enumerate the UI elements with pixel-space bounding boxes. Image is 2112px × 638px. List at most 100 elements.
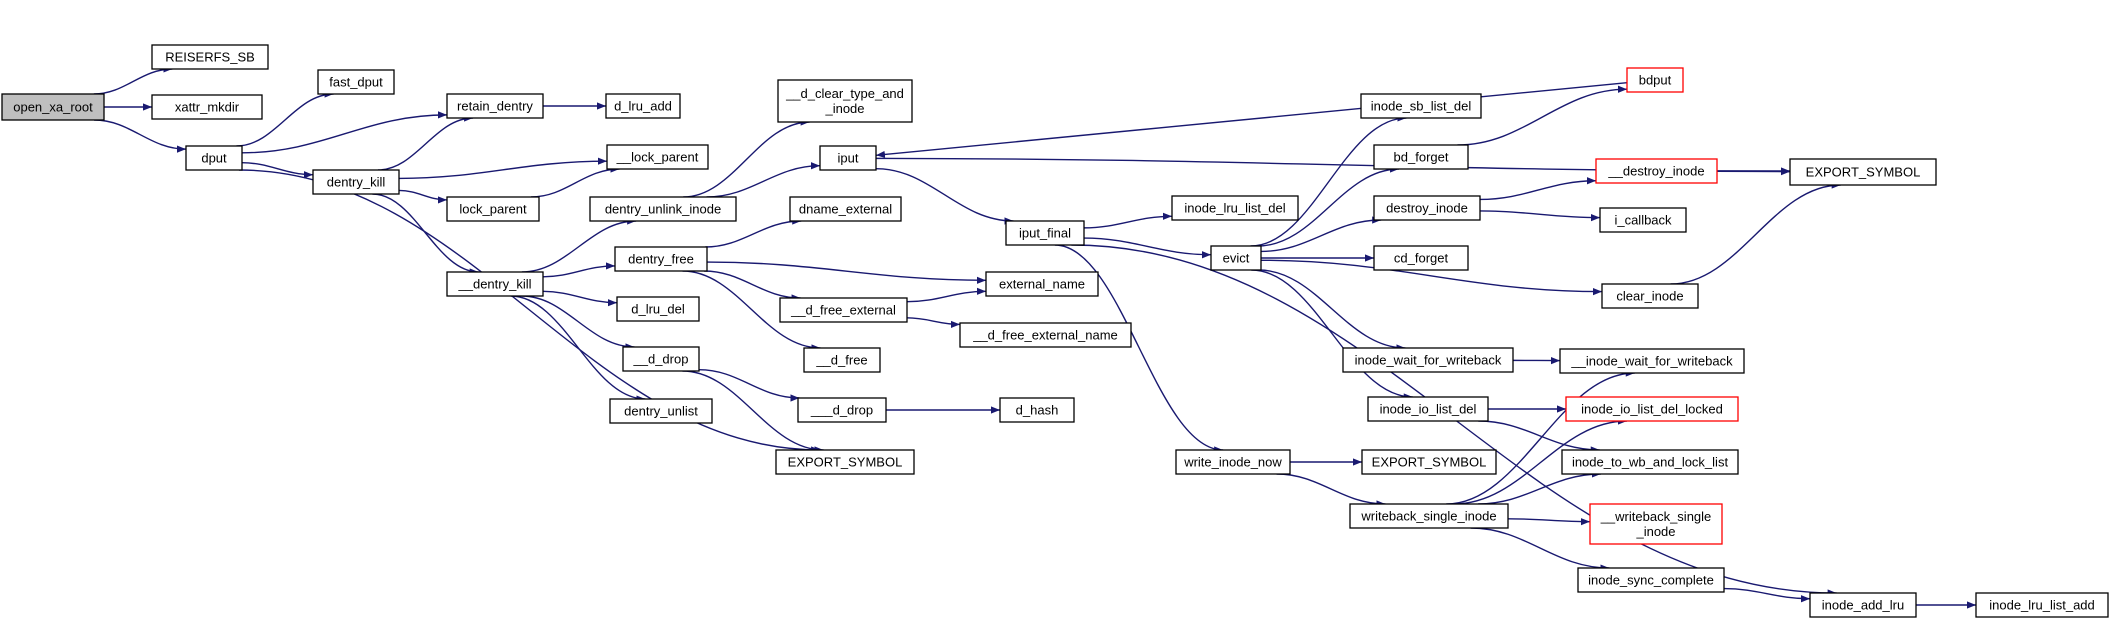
node-dentry-free[interactable]: dentry_free bbox=[614, 246, 708, 272]
node-d-free-external-name[interactable]: __d_free_external_name bbox=[959, 322, 1132, 348]
node-destroy-inode[interactable]: __destroy_inode bbox=[1595, 158, 1718, 184]
edge-dentry-free-to-external-name bbox=[706, 261, 987, 284]
node-box bbox=[622, 346, 700, 372]
node-inode-wait-for-writeback[interactable]: __inode_wait_for_writeback bbox=[1559, 348, 1745, 374]
node-clear-inode[interactable]: clear_inode bbox=[1601, 283, 1699, 309]
node-export-symbol-2[interactable]: EXPORT_SYMBOL bbox=[1789, 158, 1937, 186]
node-label: inode_add_lru bbox=[1822, 598, 1904, 613]
node-box bbox=[1005, 220, 1085, 246]
edge-dentry-kill-to-lock-parent bbox=[398, 189, 448, 204]
node-dput[interactable]: dput bbox=[185, 145, 243, 171]
node-d-hash[interactable]: d_hash bbox=[999, 397, 1075, 423]
node-iput-final[interactable]: iput_final bbox=[1005, 220, 1085, 246]
node-box bbox=[1626, 67, 1684, 93]
node-box bbox=[1975, 592, 2109, 618]
node-label: __d_clear_type_and bbox=[785, 86, 904, 101]
node-writeback-single-inode[interactable]: __writeback_single_inode bbox=[1589, 503, 1723, 545]
node-label: external_name bbox=[999, 277, 1085, 292]
node-dentry-kill[interactable]: __dentry_kill bbox=[446, 271, 544, 297]
node-evict[interactable]: evict bbox=[1210, 245, 1262, 271]
node-inode-sync-complete[interactable]: inode_sync_complete bbox=[1577, 567, 1725, 593]
node-dentry-unlist[interactable]: dentry_unlist bbox=[609, 398, 713, 424]
node-retain-dentry[interactable]: retain_dentry bbox=[446, 93, 544, 119]
node-reiserfs-sb[interactable]: REISERFS_SB bbox=[151, 44, 269, 70]
node-d-lru-add[interactable]: d_lru_add bbox=[605, 93, 681, 119]
node-label: fast_dput bbox=[329, 75, 383, 90]
edge-dput-to-retain-dentry bbox=[241, 111, 448, 154]
node-box bbox=[1599, 207, 1687, 233]
node-cd-forget[interactable]: cd_forget bbox=[1373, 245, 1469, 271]
node-box bbox=[803, 347, 881, 373]
edge-dentry-kill-to-d-lru-del bbox=[542, 290, 618, 307]
node-open-xa-root[interactable]: open_xa_root bbox=[1, 93, 105, 121]
edge-writeback-single-inode-to-inode-io-list-del-locked bbox=[1454, 417, 1627, 505]
node-inode-io-list-del[interactable]: inode_io_list_del bbox=[1367, 396, 1489, 422]
node-box bbox=[185, 145, 243, 171]
edge-inode-io-list-del-to-inode-to-wb-and-lock-list bbox=[1478, 420, 1600, 454]
edge-bd-forget-to-bdput bbox=[1457, 85, 1628, 146]
node-inode-lru-list-del[interactable]: inode_lru_list_del bbox=[1171, 195, 1299, 221]
node-inode-io-list-del-locked[interactable]: inode_io_list_del_locked bbox=[1565, 396, 1739, 422]
node-d-lru-del[interactable]: d_lru_del bbox=[616, 296, 700, 322]
node-box bbox=[609, 398, 713, 424]
node-d-drop[interactable]: ___d_drop bbox=[797, 397, 887, 423]
node-inode-wait-for-writeback[interactable]: inode_wait_for_writeback bbox=[1342, 347, 1514, 373]
edge-destroy-inode-to-destroy-inode bbox=[1479, 177, 1597, 201]
edge-destroy-inode-to-i-callback bbox=[1479, 210, 1601, 222]
node-export-symbol-1[interactable]: EXPORT_SYMBOL bbox=[775, 449, 915, 475]
node-d-drop[interactable]: __d_drop bbox=[622, 346, 700, 372]
node-box bbox=[1373, 144, 1469, 170]
node-label: open_xa_root bbox=[13, 100, 93, 115]
node-inode-lru-list-add[interactable]: inode_lru_list_add bbox=[1975, 592, 2109, 618]
node-d-free[interactable]: __d_free bbox=[803, 347, 881, 373]
node-label: inode_sync_complete bbox=[1588, 573, 1714, 588]
node-label: cd_forget bbox=[1394, 251, 1449, 266]
edge-iput-final-to-write-inode-now bbox=[1054, 244, 1224, 454]
node-bdput[interactable]: bdput bbox=[1626, 67, 1684, 93]
node-box bbox=[985, 271, 1099, 297]
edge-dput-to-fast-dput bbox=[236, 90, 334, 147]
edge-dentry-kill-to-dentry-unlink-inode bbox=[521, 217, 637, 273]
node-dname-external[interactable]: dname_external bbox=[789, 196, 902, 222]
node-writeback-single-inode[interactable]: writeback_single_inode bbox=[1349, 503, 1509, 529]
node-export-symbol-3[interactable]: EXPORT_SYMBOL bbox=[1361, 449, 1497, 475]
node-label: d_lru_add bbox=[614, 99, 672, 114]
node-lock-parent[interactable]: __lock_parent bbox=[606, 144, 709, 170]
node-box bbox=[312, 169, 400, 195]
node-label: ___d_drop bbox=[810, 403, 873, 418]
edge-writeback-single-inode-to-inode-wait-for-writeback bbox=[1446, 369, 1635, 505]
node-iput[interactable]: iput bbox=[819, 145, 877, 171]
node-label: inode_lru_list_add bbox=[1989, 598, 2095, 613]
node-box bbox=[1559, 348, 1745, 374]
node-label: i_callback bbox=[1614, 213, 1672, 228]
edge-writeback-single-inode-to-writeback-single-inode bbox=[1507, 518, 1591, 526]
node-inode-to-wb-and-lock-list[interactable]: inode_to_wb_and_lock_list bbox=[1561, 449, 1739, 475]
node-lock-parent[interactable]: lock_parent bbox=[446, 196, 540, 222]
edge-evict-to-clear-inode bbox=[1260, 259, 1603, 296]
node-write-inode-now[interactable]: write_inode_now bbox=[1175, 449, 1291, 475]
node-label: xattr_mkdir bbox=[175, 100, 240, 115]
node-box bbox=[1565, 396, 1739, 422]
node-fast-dput[interactable]: fast_dput bbox=[317, 69, 395, 95]
edge-open-xa-root-to-reiserfs-sb bbox=[93, 65, 173, 95]
edge-dentry-kill-to-dentry-kill bbox=[372, 193, 479, 276]
node-bd-forget[interactable]: bd_forget bbox=[1373, 144, 1469, 170]
node-d-clear-type-and-inode[interactable]: __d_clear_type_and_inode bbox=[777, 79, 913, 123]
node-box bbox=[1360, 93, 1482, 119]
edge-evict-to-destroy-inode bbox=[1260, 216, 1382, 253]
node-box bbox=[151, 94, 263, 120]
node-dentry-unlink-inode[interactable]: dentry_unlink_inode bbox=[589, 196, 737, 222]
edge-evict-to-inode-sb-list-del bbox=[1250, 114, 1407, 247]
edge-dput-to-dentry-kill bbox=[241, 162, 314, 179]
node-inode-sb-list-del[interactable]: inode_sb_list_del bbox=[1360, 93, 1482, 119]
node-d-free-external[interactable]: __d_free_external bbox=[779, 297, 908, 323]
node-inode-add-lru[interactable]: inode_add_lru bbox=[1809, 592, 1917, 618]
node-xattr-mkdir[interactable]: xattr_mkdir bbox=[151, 94, 263, 120]
node-destroy-inode[interactable]: destroy_inode bbox=[1373, 195, 1481, 221]
node-external-name[interactable]: external_name bbox=[985, 271, 1099, 297]
node-i-callback[interactable]: i_callback bbox=[1599, 207, 1687, 233]
node-label: inode_sb_list_del bbox=[1371, 99, 1472, 114]
node-dentry-kill[interactable]: dentry_kill bbox=[312, 169, 400, 195]
node-box bbox=[1601, 283, 1699, 309]
node-label: __inode_wait_for_writeback bbox=[1570, 354, 1733, 369]
